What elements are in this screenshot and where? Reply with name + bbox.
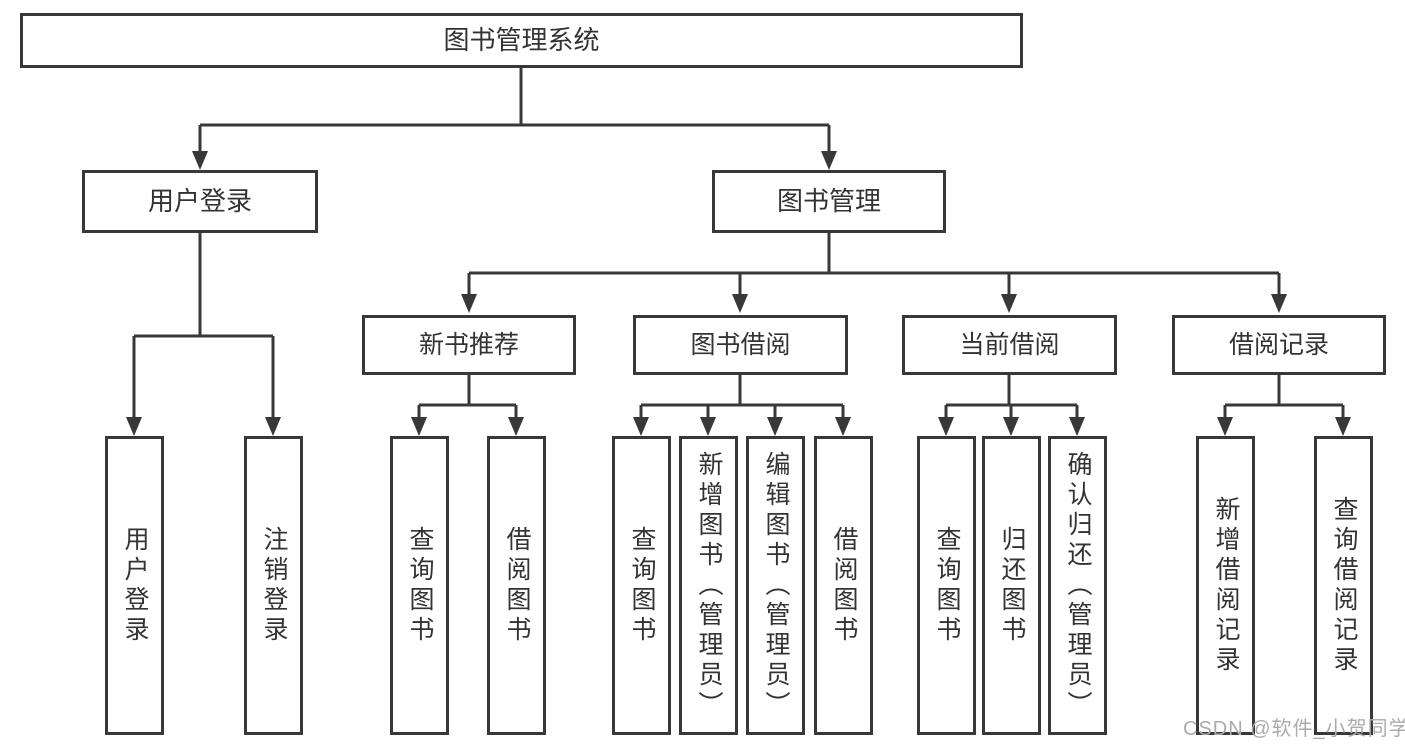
leaf-logout: 注销登录	[244, 436, 303, 735]
node-new-book-recommend: 新书推荐	[362, 315, 576, 375]
leaf-borrow-book: 借阅图书	[814, 436, 873, 735]
leaf-add-borrow-record: 新增借阅记录	[1196, 436, 1255, 735]
leaf-query-book-recommend: 查询图书	[390, 436, 449, 735]
leaf-edit-book-admin: 编辑图书（管理员）	[746, 436, 805, 735]
leaf-user-login: 用户登录	[105, 436, 164, 735]
csdn-watermark: CSDN @软件_小贺同学	[1183, 718, 1405, 740]
leaf-add-book-admin: 新增图书（管理员）	[679, 436, 738, 735]
leaf-borrow-book-recommend: 借阅图书	[487, 436, 546, 735]
leaf-query-book-borrow: 查询图书	[612, 436, 671, 735]
node-book-management: 图书管理	[712, 170, 946, 233]
node-book-borrow: 图书借阅	[633, 315, 848, 375]
leaf-return-book: 归还图书	[982, 436, 1041, 735]
node-root-system: 图书管理系统	[20, 13, 1023, 68]
node-borrow-records: 借阅记录	[1172, 315, 1386, 375]
leaf-query-borrow-record: 查询借阅记录	[1314, 436, 1373, 735]
leaf-query-book-current: 查询图书	[917, 436, 976, 735]
node-user-login: 用户登录	[82, 170, 318, 233]
leaf-confirm-return-admin: 确认归还（管理员）	[1048, 436, 1107, 735]
node-current-borrow: 当前借阅	[902, 315, 1117, 375]
